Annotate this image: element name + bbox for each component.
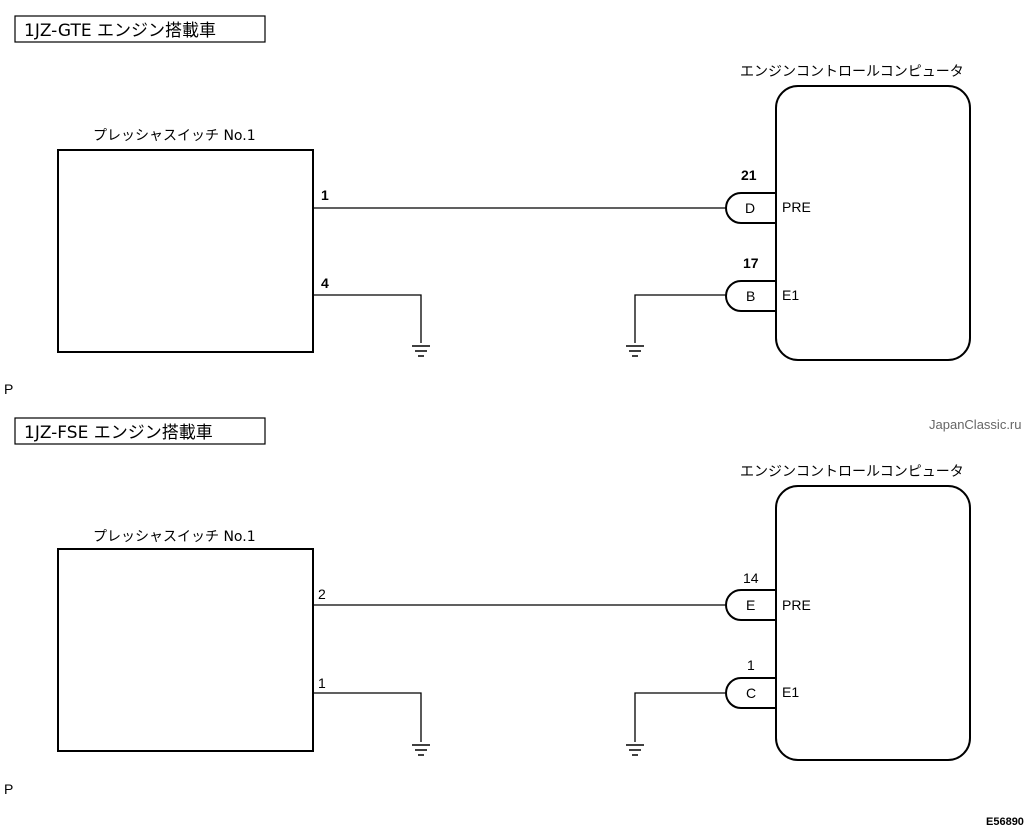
diagram-1-ecu-ground-wire bbox=[634, 294, 727, 343]
diagram-1-switch-pin-ground: 4 bbox=[321, 275, 329, 291]
diagram-2-switch-ground-wire bbox=[313, 692, 422, 742]
diagram-2-ecu-ground-wire bbox=[634, 692, 727, 742]
ground-icon bbox=[412, 744, 430, 756]
ground-icon bbox=[626, 345, 644, 357]
diagram-2-title-box bbox=[14, 417, 266, 445]
diagram-1-ecu-pin-ground: 17 bbox=[743, 255, 759, 271]
diagram-2-ecu-pin-signal: 14 bbox=[743, 570, 759, 586]
diagram-1-ground-name: E1 bbox=[782, 287, 799, 303]
diagram-2-ecu-pin-ground: 1 bbox=[747, 657, 755, 673]
diagram-1-pressure-switch-box bbox=[57, 149, 314, 353]
diagram-1-signal-name: PRE bbox=[782, 199, 811, 215]
diagram-1-connector-signal-letter: D bbox=[745, 200, 755, 216]
diagram-1-connector-ground bbox=[725, 280, 776, 312]
diagram-2-switch-pin-ground: 1 bbox=[318, 675, 326, 691]
diagram-2-title: 1JZ-FSE エンジン搭載車 bbox=[24, 423, 213, 443]
diagram-1-ecu-box bbox=[775, 85, 971, 361]
diagram-2-pressure-switch-box bbox=[57, 548, 314, 752]
diagram-2: 1JZ-FSE エンジン搭載車 プレッシャスイッチ No.1 エンジンコントロー… bbox=[4, 417, 971, 797]
diagram-1-ecu-label: エンジンコントロールコンピュータ bbox=[740, 64, 964, 80]
diagram-1-connector-ground-letter: B bbox=[746, 288, 755, 304]
diagram-1-switch-ground-wire bbox=[313, 294, 422, 343]
diagram-1-title: 1JZ-GTE エンジン搭載車 bbox=[24, 21, 216, 41]
diagram-1-switch-pin-signal: 1 bbox=[321, 187, 329, 203]
diagram-2-switch-label: プレッシャスイッチ No.1 bbox=[93, 529, 256, 545]
diagram-2-connector-ground-letter: C bbox=[746, 685, 756, 701]
diagram-2-connector-signal bbox=[725, 589, 776, 621]
diagram-1: 1JZ-GTE エンジン搭載車 プレッシャスイッチ No.1 エンジンコントロー… bbox=[4, 15, 971, 397]
diagram-2-ecu-label: エンジンコントロールコンピュータ bbox=[740, 464, 964, 480]
diagram-2-connector-ground bbox=[725, 677, 776, 709]
diagram-2-connector-signal-letter: E bbox=[746, 597, 755, 613]
diagram-1-marker: P bbox=[4, 381, 13, 397]
diagram-2-signal-name: PRE bbox=[782, 597, 811, 613]
diagram-1-title-box bbox=[14, 15, 266, 43]
figure-code: E56890 bbox=[986, 816, 1024, 828]
ground-icon bbox=[412, 345, 430, 357]
diagram-1-connector-signal bbox=[725, 192, 776, 224]
ground-icon bbox=[626, 744, 644, 756]
diagram-2-switch-pin-signal: 2 bbox=[318, 586, 326, 602]
diagram-2-ecu-box bbox=[775, 485, 971, 761]
diagram-1-ecu-pin-signal: 21 bbox=[741, 167, 757, 183]
watermark: JapanClassic.ru bbox=[929, 417, 1022, 432]
diagram-2-marker: P bbox=[4, 781, 13, 797]
diagram-2-ground-name: E1 bbox=[782, 684, 799, 700]
diagram-1-switch-label: プレッシャスイッチ No.1 bbox=[93, 128, 256, 144]
